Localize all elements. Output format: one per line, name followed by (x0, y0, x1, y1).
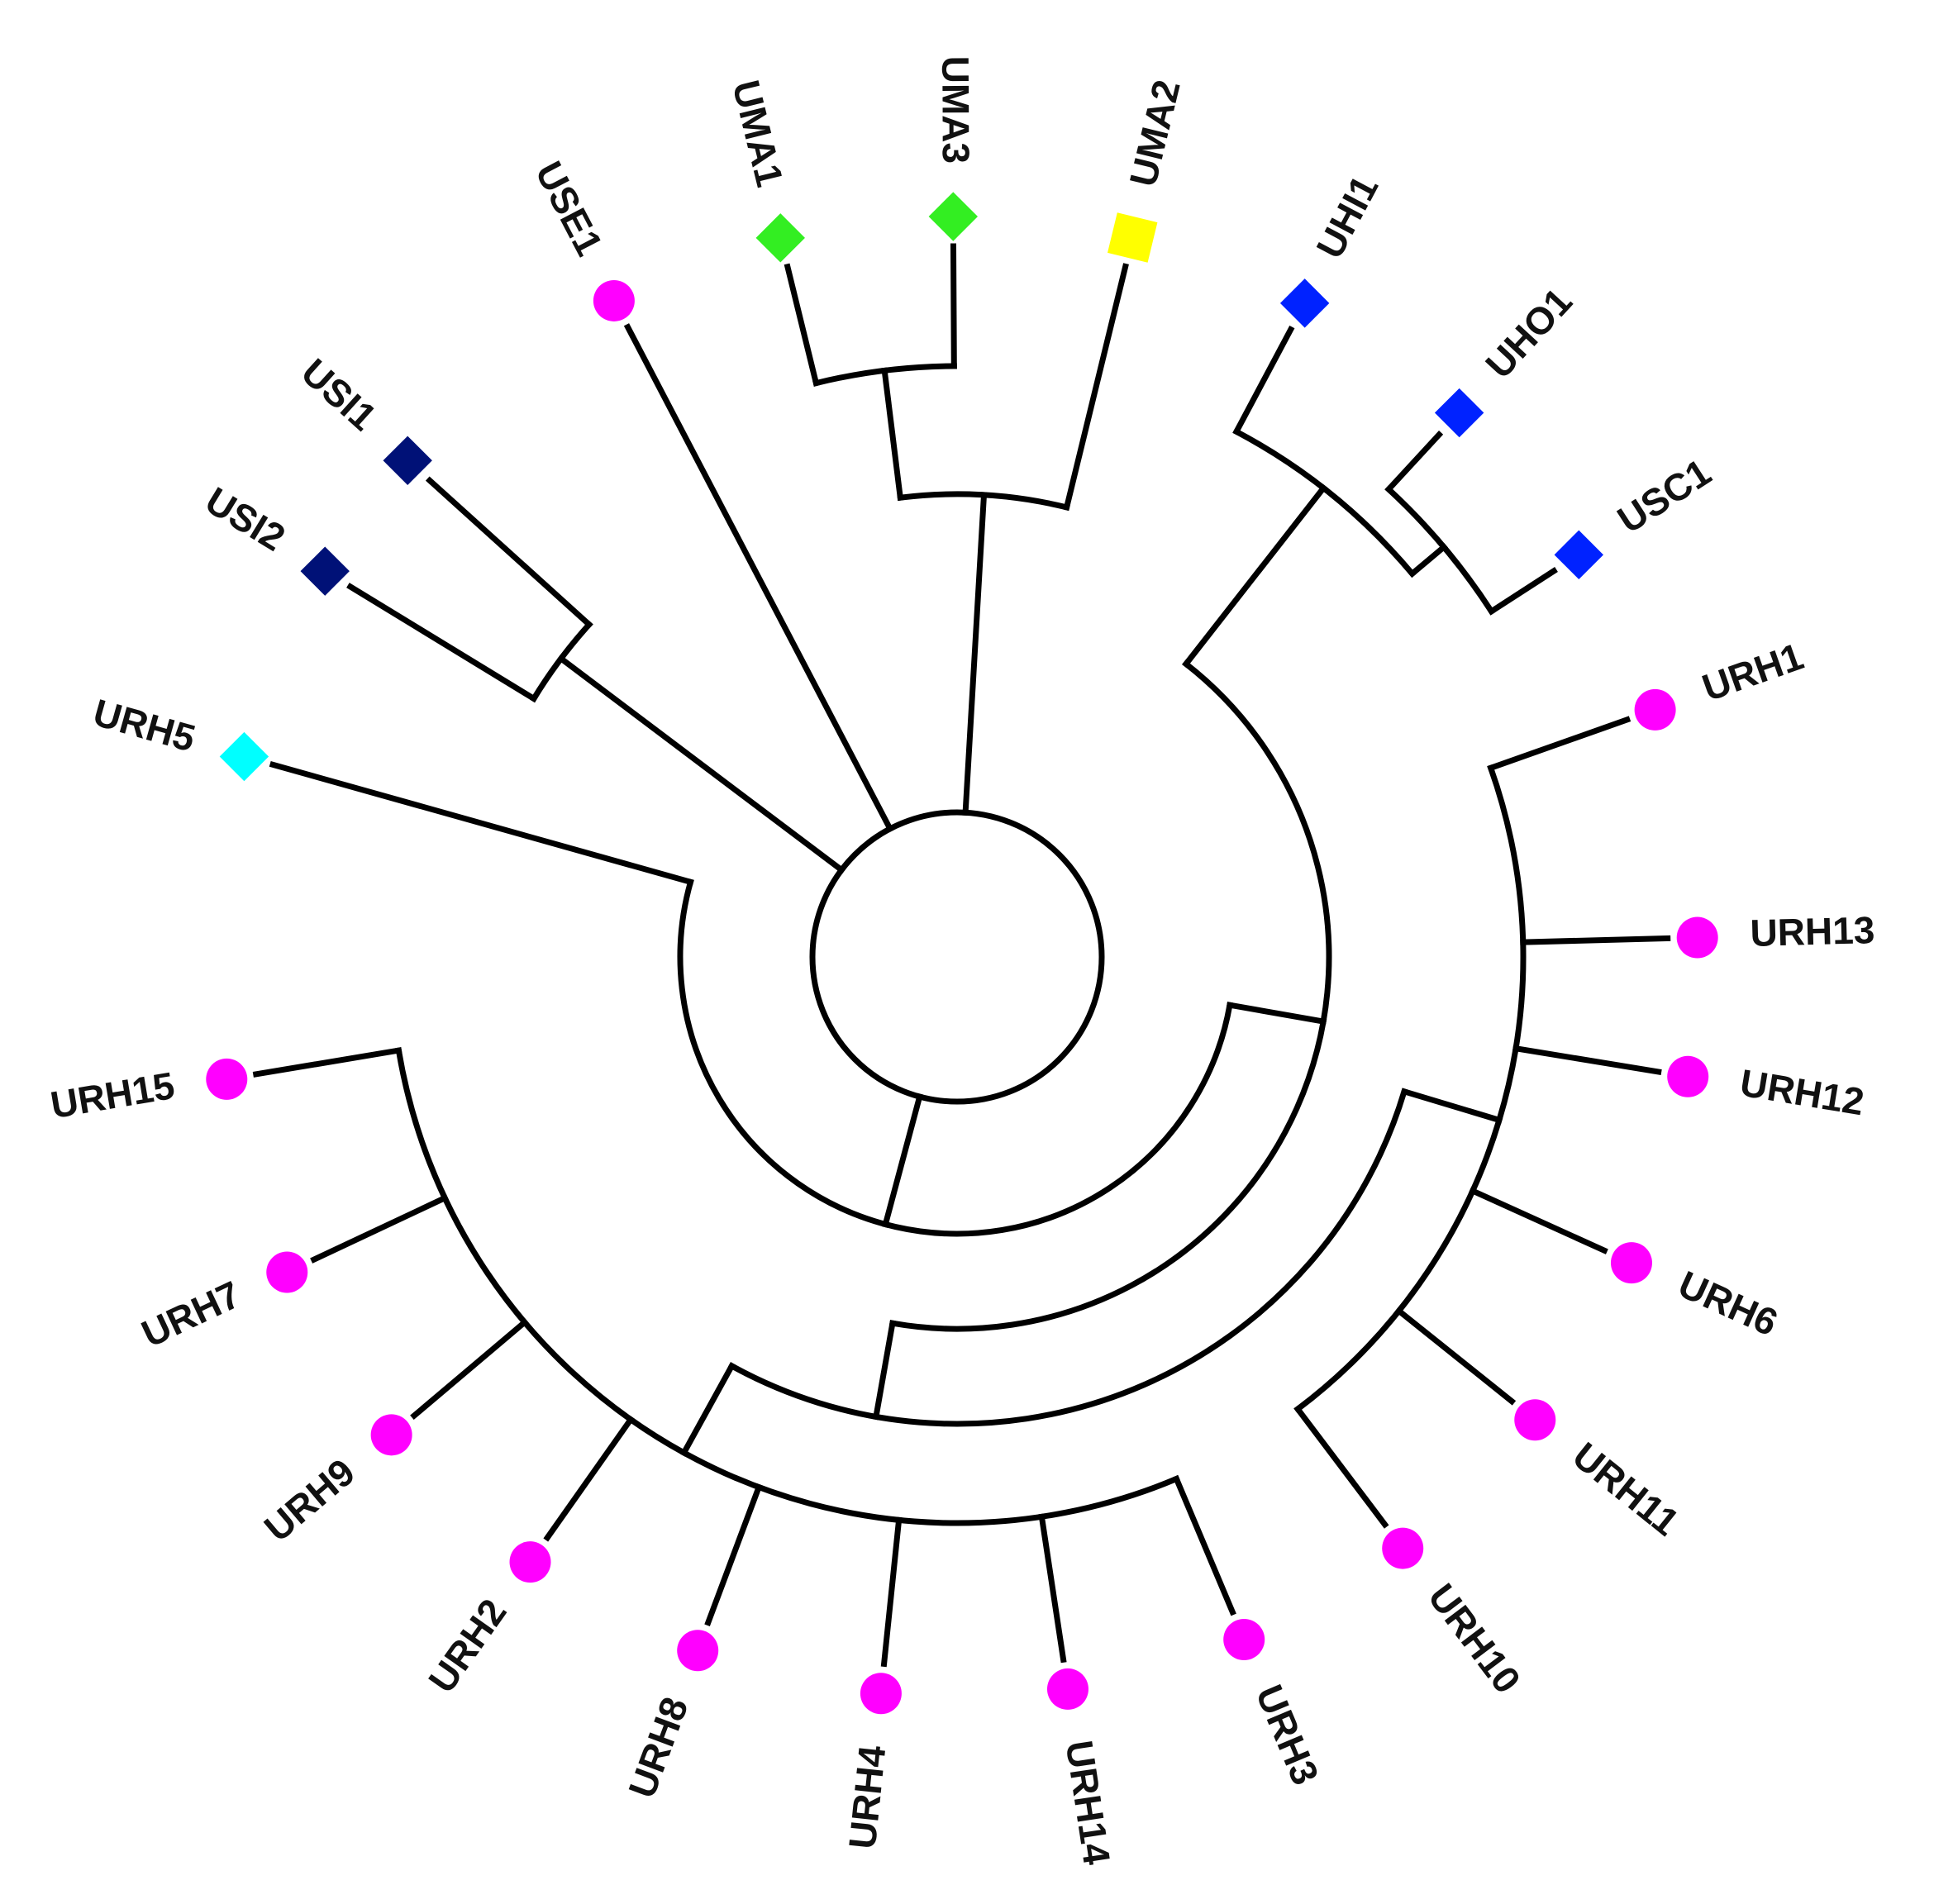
stem-USI2 (346, 583, 538, 703)
stem-usi (556, 654, 846, 874)
root-ring (809, 809, 1105, 1105)
stem-URH12 (1512, 1045, 1662, 1076)
stem-URH9 (410, 1318, 529, 1421)
leaf-label-urh8: URH8 (620, 1692, 697, 1804)
leaf-marker-urh9 (370, 1414, 412, 1456)
leaf-marker-urh2 (509, 1541, 551, 1583)
stem-USE1 (623, 323, 894, 833)
stem-uma13 (881, 367, 904, 502)
leaf-label-urh1: URH1 (1697, 635, 1808, 710)
leaf-label-usi1: USI1 (293, 350, 385, 439)
leaf-label-usc1: USC1 (1610, 450, 1718, 541)
tree-branches (252, 243, 1671, 1668)
stem-UHI1 (1232, 325, 1295, 436)
leaf-marker-usi2 (300, 546, 350, 596)
leaf-label-uho1: UHO1 (1477, 279, 1580, 386)
stem-URH4 (880, 1516, 903, 1668)
stem-rh_ab (872, 1320, 896, 1421)
leaf-marker-urh1 (1634, 688, 1676, 731)
stem-URH3 (1172, 1474, 1236, 1616)
leaf-marker-urh13 (1676, 916, 1718, 959)
leaf-marker-urh15 (206, 1058, 248, 1100)
arc-uh (1232, 427, 1417, 578)
stem-UMA3 (950, 243, 957, 369)
stem-URH10 (1293, 1405, 1389, 1529)
leaf-label-urh10: URH10 (1420, 1576, 1529, 1702)
leaf-label-urh2: URH2 (420, 1591, 515, 1700)
leaf-label-uma3: UMA3 (934, 56, 978, 164)
stem-URH11 (1394, 1307, 1517, 1406)
stem-URH2 (543, 1415, 635, 1542)
arc-low (677, 878, 1233, 1237)
leaf-label-use1: USE1 (527, 155, 612, 263)
leaf-marker-urh10 (1382, 1527, 1424, 1569)
stem-URH8 (704, 1483, 763, 1627)
stem-UHO1 (1384, 431, 1444, 494)
leaf-marker-urh8 (677, 1630, 719, 1672)
leaf-marker-uhi1 (1279, 278, 1330, 328)
leaf-label-urh13: URH13 (1750, 908, 1875, 954)
leaf-markers (206, 192, 1718, 1715)
leaf-label-urh3: URH3 (1248, 1678, 1327, 1791)
stem-URH5 (269, 760, 694, 886)
stem-URH15 (252, 1047, 403, 1078)
leaf-marker-uma2 (1107, 212, 1158, 263)
arc-rh_ab (727, 1088, 1408, 1427)
leaf-label-uhi1: UHI1 (1308, 169, 1386, 265)
arc-big (888, 659, 1332, 1332)
leaf-label-urh6: URH6 (1672, 1262, 1784, 1344)
arc-rh_a (1293, 764, 1527, 1414)
stem-URH13 (1520, 935, 1671, 945)
stem-URH14 (1038, 1513, 1067, 1664)
leaf-label-urh12: URH12 (1737, 1061, 1867, 1124)
stem-USI1 (425, 476, 593, 629)
leaf-label-uma2: UMA2 (1121, 76, 1188, 191)
leaf-label-urh14: URH14 (1058, 1738, 1119, 1868)
stem-low (882, 1092, 923, 1228)
leaf-marker-urh11 (1514, 1399, 1556, 1441)
stem-URH1 (1487, 716, 1632, 772)
leaf-label-uma1: UMA1 (724, 76, 792, 191)
stem-UMA2 (1063, 263, 1129, 512)
stem-UMA1 (784, 263, 820, 387)
leaf-label-urh5: URH5 (88, 691, 200, 760)
leaf-marker-uho1 (1434, 388, 1484, 438)
leaf-marker-urh7 (266, 1251, 308, 1293)
stem-USC1 (1487, 567, 1558, 616)
stem-rh_a (1400, 1088, 1503, 1124)
leaf-marker-usc1 (1554, 530, 1603, 580)
leaf-label-urh7: URH7 (135, 1273, 246, 1355)
leaf-marker-uma3 (928, 192, 979, 241)
stem-rh_b (679, 1362, 736, 1457)
leaf-marker-urh14 (1046, 1668, 1088, 1710)
leaf-label-urh4: URH4 (841, 1743, 894, 1850)
leaf-label-usi2: USI2 (198, 478, 293, 559)
leaf-marker-urh3 (1223, 1618, 1265, 1660)
leaf-label-urh11: URH11 (1565, 1434, 1687, 1544)
leaf-marker-urh12 (1667, 1055, 1709, 1097)
leaf-marker-urh4 (860, 1673, 902, 1715)
stem-big (1226, 1002, 1327, 1026)
leaf-marker-use1 (593, 279, 635, 321)
leaf-label-urh15: URH15 (47, 1064, 177, 1126)
leaf-label-urh9: URH9 (256, 1450, 363, 1550)
stem-URH6 (1469, 1187, 1608, 1254)
arc-rh_b (395, 1047, 1180, 1526)
stem-uho_usc (1408, 543, 1448, 578)
stem-URH7 (310, 1194, 449, 1264)
leaf-marker-uma1 (755, 213, 805, 263)
leaf-marker-usi1 (383, 436, 432, 485)
leaf-marker-urh6 (1610, 1242, 1652, 1284)
stem-uh (1182, 483, 1328, 669)
stem-uma (962, 492, 988, 816)
leaf-marker-urh5 (219, 731, 269, 782)
